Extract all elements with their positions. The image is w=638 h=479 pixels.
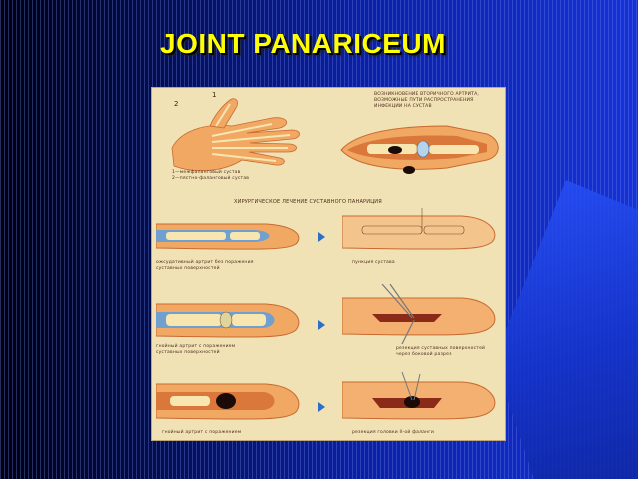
arrow-row3 (318, 402, 325, 412)
secondary-arthritis-caption-3: ИНФЕКЦИИ НА СУСТАВ (374, 104, 432, 109)
secondary-arthritis-caption-1: ВОЗНИКНОВЕНИЕ ВТОРИЧНОГО АРТРИТА, (374, 92, 480, 97)
row1-left-caption-2: суставных поверхностей (156, 266, 220, 271)
finger-row2-right (342, 284, 496, 345)
row2-right-caption-1: резекция суставных поверхностей (396, 346, 486, 351)
row1-right-caption: пункция сустава (352, 260, 395, 265)
row1-left-caption-1: ожсудативный артрит без поражения (156, 260, 254, 265)
row2-right-caption-2: через боковой разрез (396, 352, 452, 357)
row2-left-caption-2: суставных поверхностей (156, 350, 220, 355)
hand-number-2: 2 (174, 100, 178, 108)
finger-row3-right (342, 372, 496, 420)
finger-section-arthritis (340, 125, 499, 174)
row3-left-caption: гнойный артрит с поражением (162, 430, 242, 435)
finger-row3-left (156, 383, 300, 420)
row3-right-caption: резекция головки II-ой фаланги (352, 430, 434, 435)
finger-row1-right (342, 208, 496, 250)
slide-title: JOINT PANARICEUM (160, 28, 446, 59)
surgical-treatment-header: ХИРУРГИЧЕСКОЕ ЛЕЧЕНИЕ СУСТАВНОГО ПАНАРИЦ… (234, 199, 382, 205)
hand-label-2: 2—пястно-фаланговый сустав (172, 176, 250, 181)
arrow-row2 (318, 320, 325, 330)
arrow-row1 (318, 232, 325, 242)
hand-number-1: 1 (212, 91, 216, 99)
row2-left-caption-1: гнойный артрит с поражением (156, 344, 236, 349)
anatomy-plate: 2 1 1—межфаланговый сустав 2—пястно-фала… (152, 88, 505, 440)
finger-row2-left (156, 303, 300, 338)
secondary-arthritis-caption-2: ВОЗМОЖНЫЕ ПУТИ РАСПРОСТРАНЕНИЯ (374, 98, 474, 103)
finger-row1-left (156, 223, 300, 250)
hand-illustration: 2 1 (171, 91, 300, 172)
hand-label-1: 1—межфаланговый сустав (172, 170, 241, 175)
